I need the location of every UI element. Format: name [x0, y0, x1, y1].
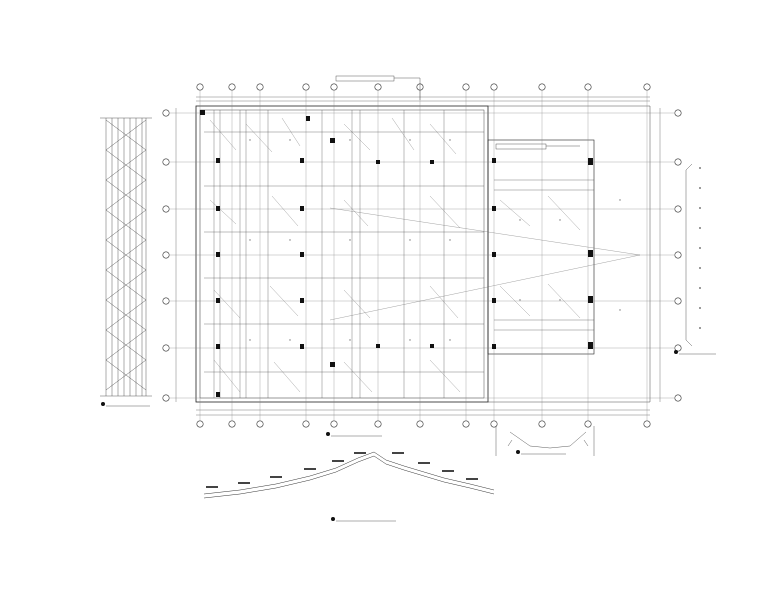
- lower-detail-labels: [206, 452, 478, 488]
- view-title-underlines: [106, 353, 716, 522]
- view-title-markers: [101, 350, 678, 521]
- lower-detail: [203, 451, 495, 499]
- grid-lines: [170, 91, 674, 420]
- callout-top: [335, 75, 580, 150]
- right-elevation-dots: [699, 167, 701, 329]
- beam-lines: [204, 110, 594, 398]
- bottom-axis-bubbles: [196, 420, 651, 428]
- main-plan: [195, 105, 651, 403]
- dimension-lines: [175, 96, 661, 416]
- bracing-lines: [209, 117, 641, 393]
- row-axis-bubbles: [162, 109, 682, 402]
- node-dots: [249, 139, 621, 341]
- right-elevation: [685, 163, 693, 347]
- column-tags: [200, 110, 593, 397]
- left-elevation: [100, 117, 152, 397]
- bottom-section: [495, 426, 595, 456]
- top-axis-bubbles: [196, 83, 651, 91]
